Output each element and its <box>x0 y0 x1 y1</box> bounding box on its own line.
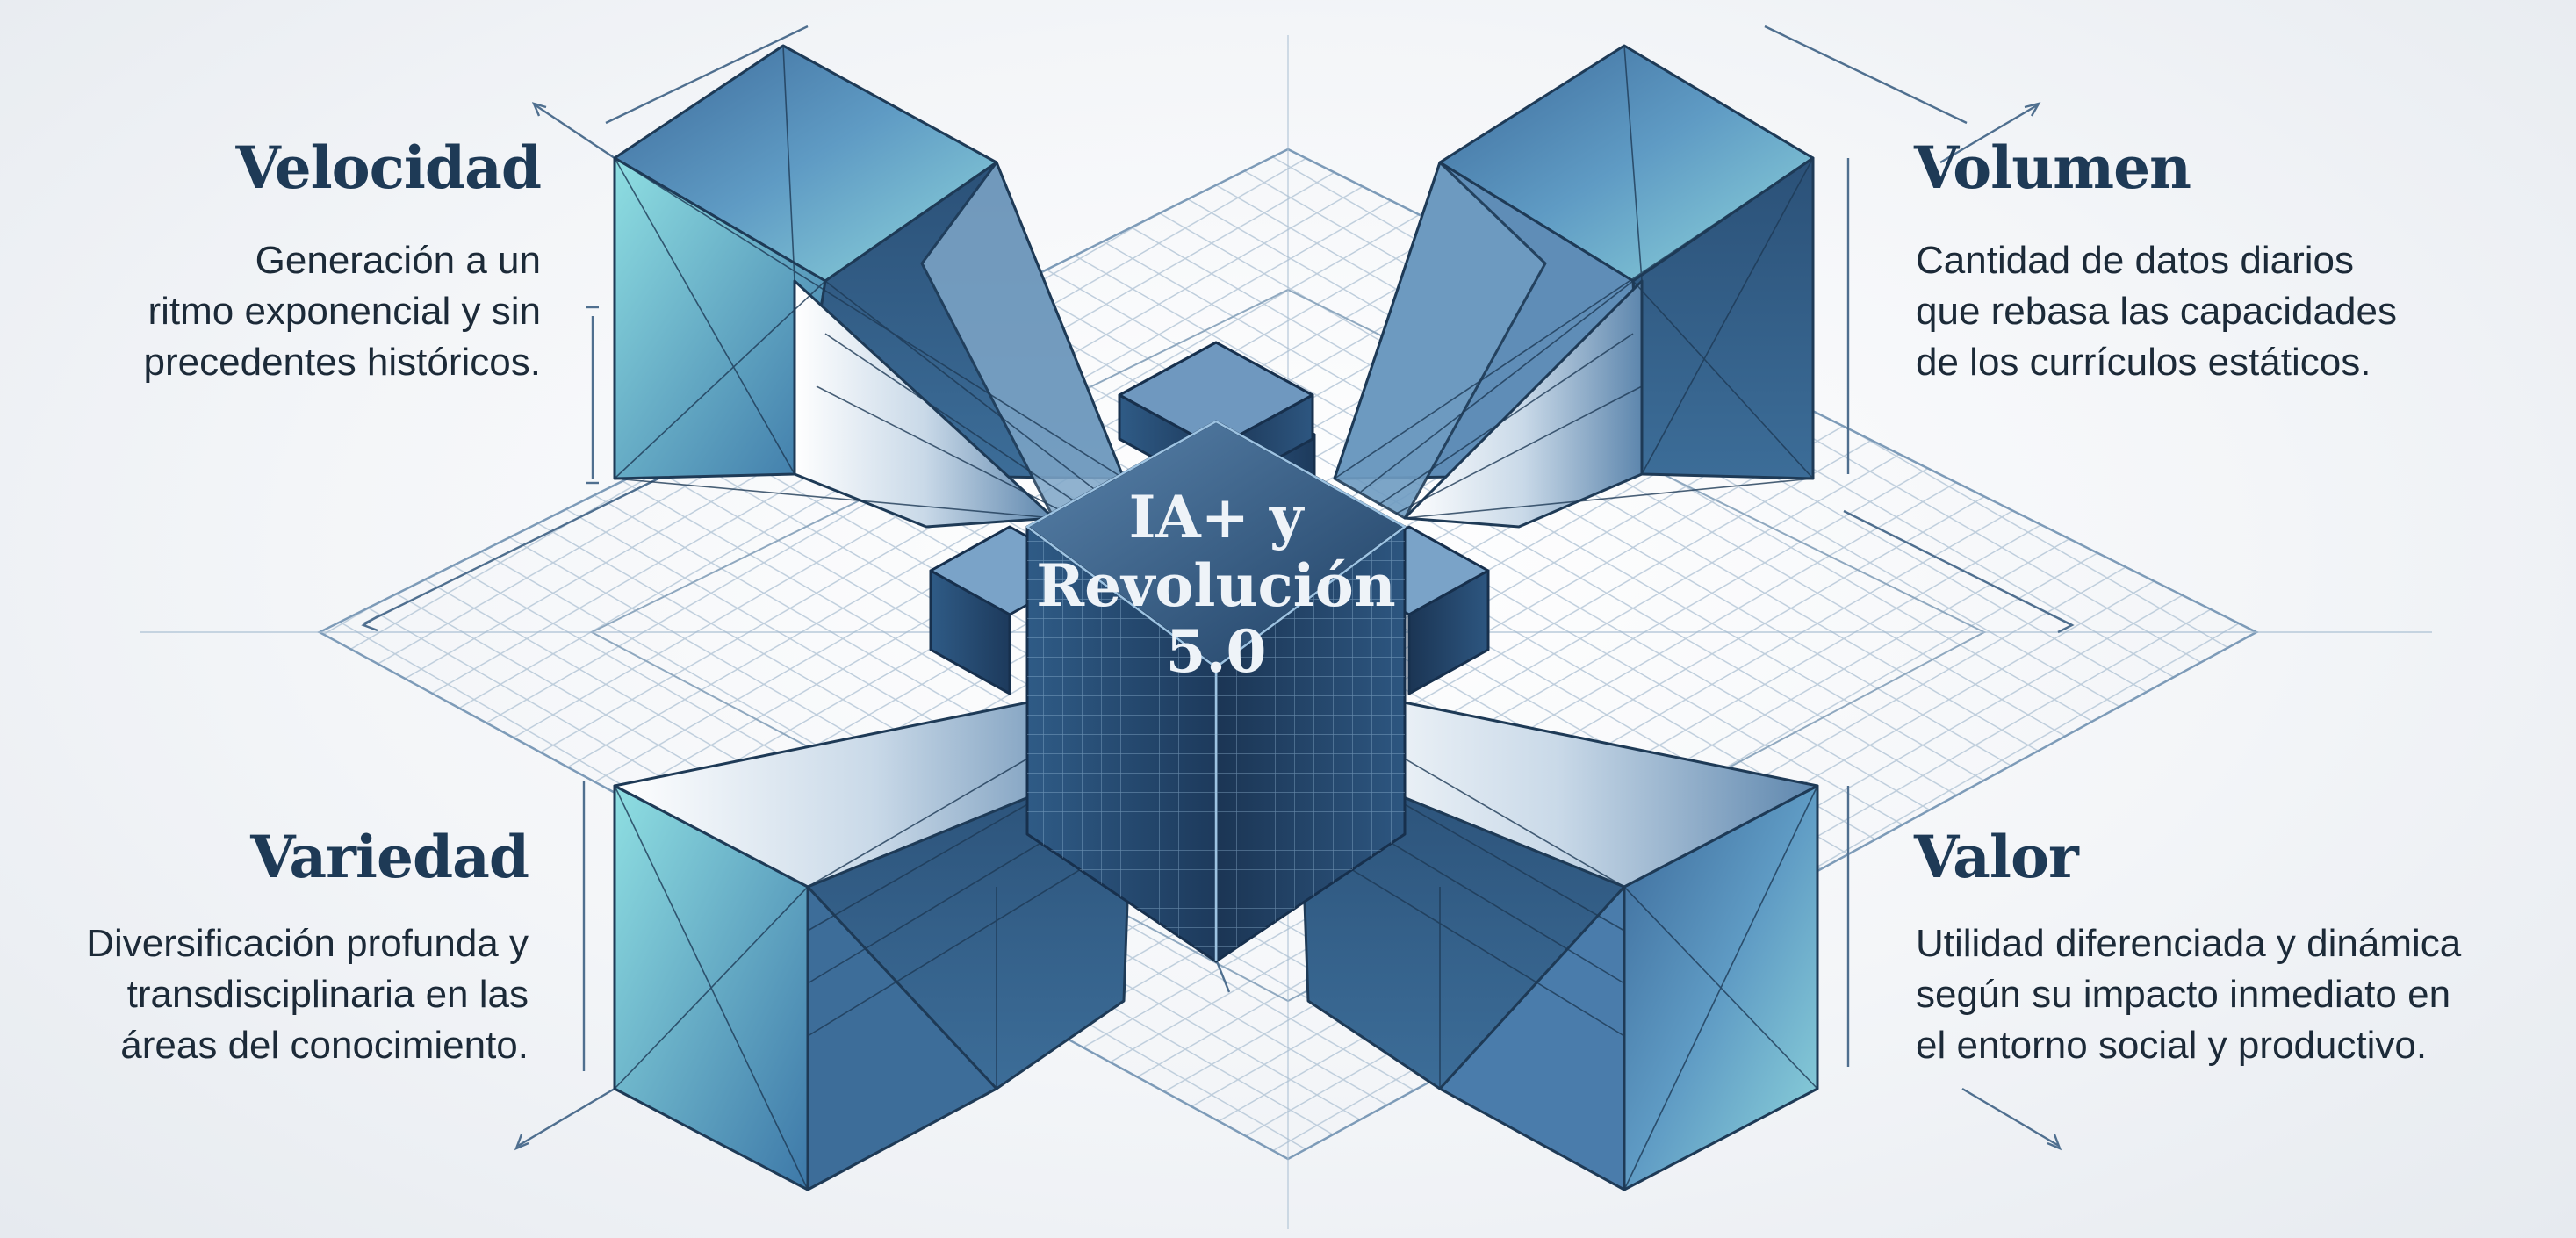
volumen-title: Volumen <box>1914 136 2191 200</box>
velocidad-title: Velocidad <box>235 136 541 200</box>
valor-line-2: según su impacto inmediato en <box>1916 973 2450 1016</box>
velocidad-line-1: Generación a un <box>255 239 541 282</box>
volumen-line-2: que rebasa las capacidades <box>1916 290 2397 333</box>
variedad-line-2: transdisciplinaria en las <box>127 973 529 1016</box>
velocidad-line-3: precedentes históricos. <box>144 341 541 384</box>
center-title-line-1: IA+ y <box>1129 483 1305 551</box>
volumen-description: Cantidad de datos diarios que rebasa las… <box>1916 235 2397 388</box>
variedad-description: Diversificación profunda y transdiscipli… <box>86 918 529 1071</box>
variedad-line-3: áreas del conocimiento. <box>120 1024 529 1067</box>
velocidad-description: Generación a un ritmo exponencial y sin … <box>144 235 541 388</box>
volumen-line-1: Cantidad de datos diarios <box>1916 239 2354 282</box>
valor-title: Valor <box>1914 825 2078 889</box>
variedad-title: Variedad <box>250 825 529 889</box>
valor-line-3: el entorno social y productivo. <box>1916 1024 2427 1067</box>
center-title-line-2: Revolución <box>1036 551 1396 620</box>
prism-volumen <box>1335 46 1813 527</box>
center-title-line-3: 5.0 <box>1166 617 1267 686</box>
velocidad-line-2: ritmo exponencial y sin <box>148 290 541 333</box>
valor-line-1: Utilidad diferenciada y dinámica <box>1916 922 2461 965</box>
valor-description: Utilidad diferenciada y dinámica según s… <box>1916 918 2461 1071</box>
volumen-line-3: de los currículos estáticos. <box>1916 341 2371 384</box>
variedad-line-1: Diversificación profunda y <box>86 922 529 965</box>
prism-velocidad <box>615 46 1124 527</box>
